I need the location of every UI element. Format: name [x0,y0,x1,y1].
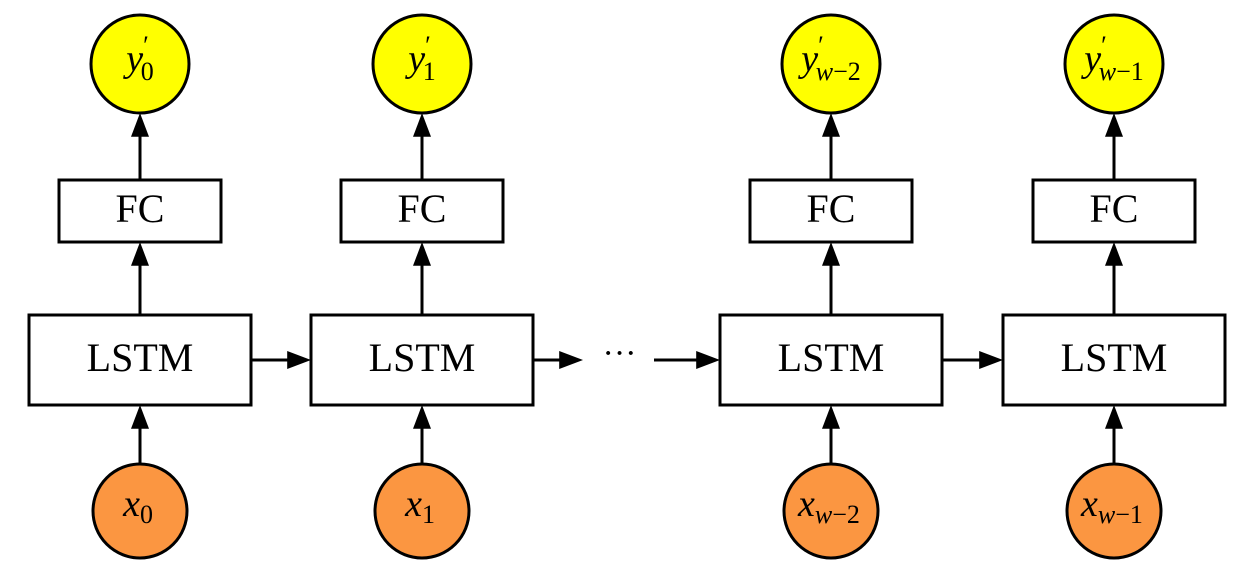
output-node: y′1 [371,13,473,115]
output-node-label: y′w−1 [1080,31,1144,86]
output-node-symbol: y [1080,38,1101,80]
input-node-label: x0 [122,483,153,529]
fc-layer-box: FC [57,178,223,244]
input-node-subscript: w [1098,500,1116,529]
arrow-lstm-to-fc [413,242,431,315]
lstm-cell-rect [718,313,944,407]
arrow-lstm-to-fc [131,242,149,315]
lstm-cell-box: LSTM [718,313,944,407]
lstm-cell-box: LSTM [1001,313,1227,407]
arrow-fc-to-output [822,113,840,180]
lstm-cell-label: LSTM [87,335,194,380]
output-node: y′w−2 [780,13,882,115]
fc-layer-label: FC [1090,186,1139,231]
input-node-label: x1 [404,483,435,529]
fc-layer-rect [57,178,223,244]
arrow-input-to-lstm [822,405,840,464]
input-node-subscript: 0 [140,500,153,529]
input-node-subscript: w [815,500,833,529]
arrow-ellipsis-to-lstm-w-2 [654,351,720,369]
output-node-symbol: y [404,38,425,80]
input-node: xw−1 [1065,462,1163,560]
input-node-subscript: 1 [422,500,435,529]
lstm-cell-rect [309,313,535,407]
arrow-input-to-lstm [131,405,149,464]
output-node-subscript: w [816,57,834,86]
fc-layer-box: FC [748,178,914,244]
output-node-label: y′0 [122,31,154,86]
output-node-subscript: −2 [833,57,861,86]
fc-layer-rect [748,178,914,244]
ellipsis-label: ··· [603,335,637,372]
output-node-subscript: w [1099,57,1117,86]
input-node-symbol: x [404,483,422,525]
arrow-fc-to-output [1105,113,1123,180]
output-node: y′0 [89,13,191,115]
output-node-subscript: −1 [1116,57,1144,86]
output-node-label: y′w−2 [797,31,861,86]
arrow-fc-to-output [131,113,149,180]
output-node-subscript: 0 [141,57,154,86]
output-node-subscript: 1 [423,57,436,86]
arrow-lstm-to-fc [822,242,840,315]
arrow-lstm-to-fc [1105,242,1123,315]
arrow-lstm-0-to-lstm-1 [251,351,311,369]
arrow-input-to-lstm [1105,405,1123,464]
input-node-subscript: −1 [1115,500,1143,529]
input-node-symbol: x [122,483,140,525]
input-node: x0 [91,462,189,560]
fc-layer-box: FC [339,178,505,244]
input-node-label: xw−1 [1080,483,1143,529]
fc-layer-label: FC [116,186,165,231]
fc-layer-box: FC [1031,178,1197,244]
output-node-prime: ′ [425,31,431,60]
input-node-subscript: −2 [832,500,860,529]
lstm-cell-label: LSTM [778,335,885,380]
output-node-symbol: y [122,38,143,80]
output-node-symbol: y [797,38,818,80]
arrow-input-to-lstm [413,405,431,464]
fc-layer-rect [339,178,505,244]
fc-layer-label: FC [807,186,856,231]
lstm-cell-box: LSTM [309,313,535,407]
output-node-prime: ′ [143,31,149,60]
input-node: x1 [373,462,471,560]
arrow-lstm-w-2-to-lstm-w-1 [942,351,1003,369]
input-node: xw−2 [782,462,880,560]
output-node-prime: ′ [1101,31,1107,60]
lstm-cell-label: LSTM [1061,335,1168,380]
lstm-cell-box: LSTM [27,313,253,407]
output-node: y′w−1 [1063,13,1165,115]
input-node-symbol: x [1080,483,1098,525]
output-node-label: y′1 [404,31,436,86]
arrow-fc-to-output [413,113,431,180]
output-node-prime: ′ [818,31,824,60]
input-node-symbol: x [797,483,815,525]
input-node-label: xw−2 [797,483,860,529]
lstm-cell-label: LSTM [369,335,476,380]
fc-layer-label: FC [398,186,447,231]
arrow-lstm-1-to-ellipsis [533,351,583,369]
